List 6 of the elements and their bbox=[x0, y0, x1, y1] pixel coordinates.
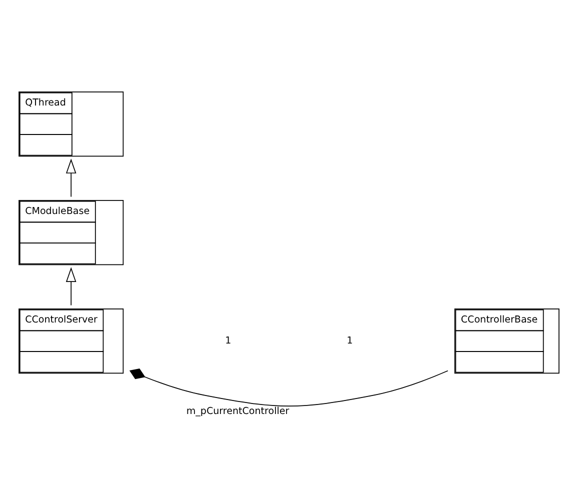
arrow bbox=[66, 266, 76, 306]
label: 1 bbox=[346, 335, 353, 346]
arrow bbox=[66, 158, 76, 197]
label: 1 bbox=[225, 335, 232, 346]
connector bbox=[129, 368, 448, 406]
edge-label: m_pCurrentController bbox=[186, 405, 290, 416]
